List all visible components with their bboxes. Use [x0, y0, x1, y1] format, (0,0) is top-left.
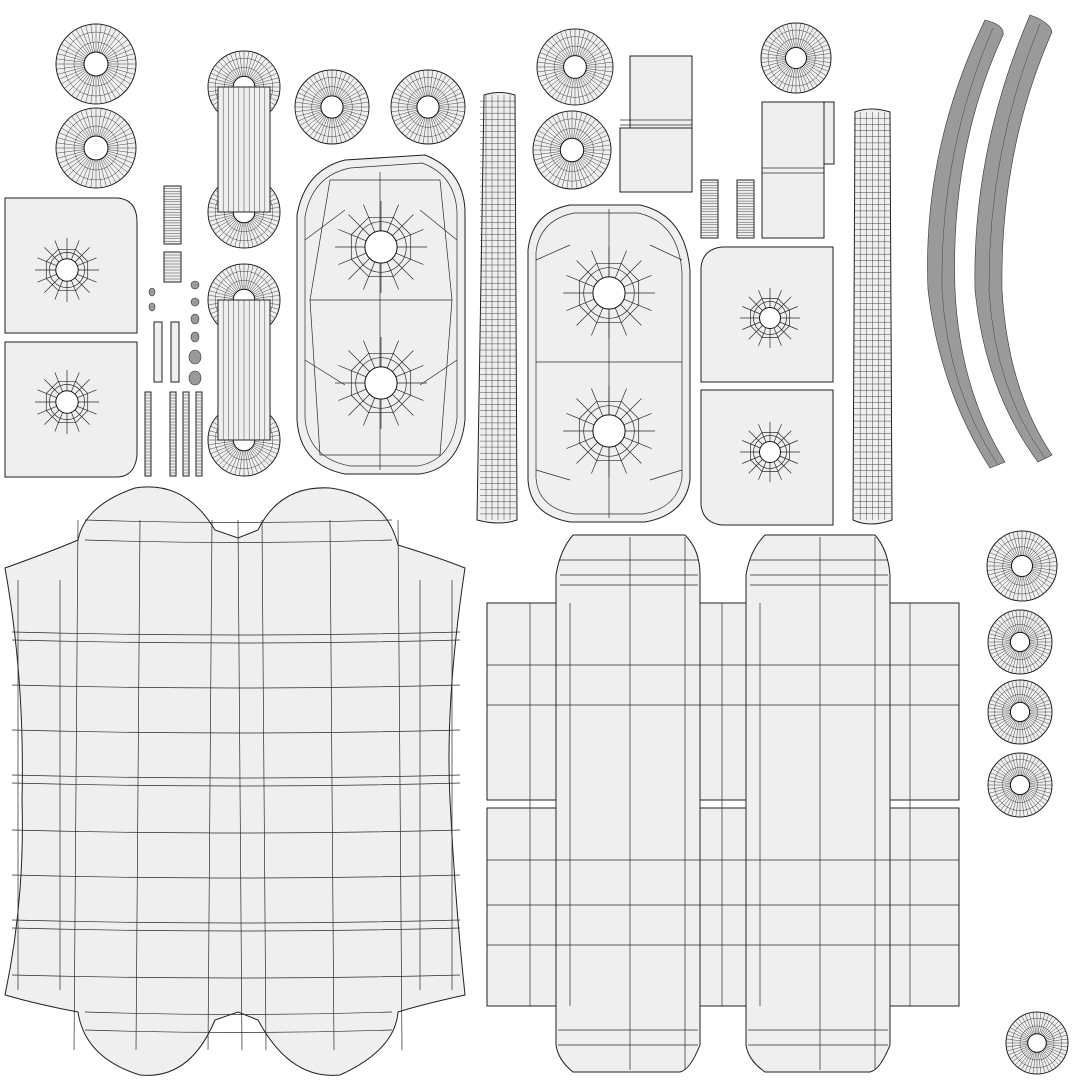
body-panel-left — [4, 486, 466, 1076]
star-hole-icon — [335, 201, 427, 293]
ring-island — [55, 23, 137, 105]
ring-island — [536, 28, 614, 106]
ring-island — [987, 609, 1053, 675]
body-panel-right-grid — [487, 537, 959, 1070]
rect-patch-top — [619, 55, 693, 193]
ring-island — [986, 530, 1058, 602]
body-panel-left-grid — [11, 519, 461, 1051]
ring-island — [987, 679, 1053, 745]
star-hole-icon — [740, 288, 800, 348]
ring-island — [760, 22, 832, 94]
ring-island — [294, 69, 370, 145]
body-panel-right — [486, 534, 960, 1073]
ring-island — [55, 107, 137, 189]
ring-island — [532, 110, 612, 190]
star-hole-icon — [335, 337, 427, 429]
rounded-panel-left — [296, 154, 466, 475]
dumbbell-strip-upper — [217, 86, 271, 213]
ring-island — [987, 752, 1053, 818]
star-hole-icon — [35, 238, 99, 302]
small-hatched-bars — [144, 179, 755, 477]
rect-patch-side — [761, 101, 835, 239]
star-hole-icon — [563, 247, 655, 339]
square-panel-mid-left — [4, 341, 138, 478]
star-hole-icon — [35, 370, 99, 434]
tall-strip-left — [476, 92, 518, 524]
ring-island — [1005, 1011, 1069, 1075]
star-hole-icon — [563, 385, 655, 477]
curved-tube-left — [927, 19, 1006, 469]
curved-tube-right — [974, 14, 1053, 463]
ring-island — [390, 69, 466, 145]
square-panel-top-left — [4, 197, 138, 334]
dumbbell-strip-lower — [217, 299, 271, 441]
star-hole-icon — [740, 422, 800, 482]
square-panel-top-right — [700, 246, 834, 383]
tall-strip-right — [852, 108, 893, 525]
square-panel-bottom-right — [700, 389, 834, 526]
rounded-panel-right — [527, 204, 691, 523]
